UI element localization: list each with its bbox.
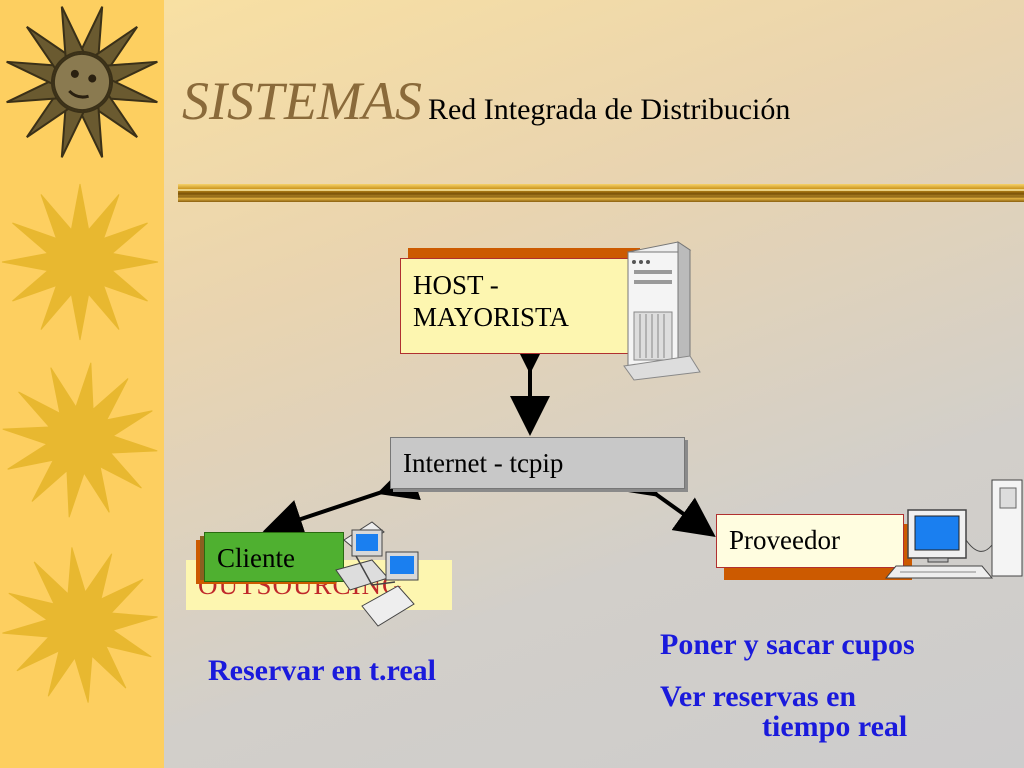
internet-node: Internet - tcpip xyxy=(390,437,685,489)
server-tower-icon xyxy=(623,241,701,381)
host-label-line1: HOST - xyxy=(413,270,499,300)
host-label-line2: MAYORISTA xyxy=(413,302,569,332)
note-proveedor-1: Poner y sacar cupos xyxy=(660,628,915,661)
cliente-node: Cliente xyxy=(204,532,344,582)
arrow-internet-proveedor xyxy=(615,457,716,537)
divider-rope xyxy=(178,184,1024,202)
internet-label: Internet - tcpip xyxy=(403,448,564,478)
network-computers-icon xyxy=(335,521,419,627)
title-subtitle: Red Integrada de Distribución xyxy=(427,93,791,126)
note-cliente: Reservar en t.real xyxy=(208,654,436,687)
proveedor-label: Proveedor xyxy=(729,525,840,555)
proveedor-node: Proveedor xyxy=(716,514,904,568)
arrow-internet-cliente xyxy=(262,462,421,539)
title-main: SISTEMAS xyxy=(182,71,422,131)
desktop-computer-icon xyxy=(884,479,1023,579)
note-proveedor-3: tiempo real xyxy=(762,710,908,743)
note-proveedor-2: Ver reservas en xyxy=(660,680,857,713)
cliente-label: Cliente xyxy=(217,543,295,573)
host-mayorista-node: HOST - MAYORISTA xyxy=(400,258,632,354)
sun-face-icon xyxy=(0,0,179,179)
